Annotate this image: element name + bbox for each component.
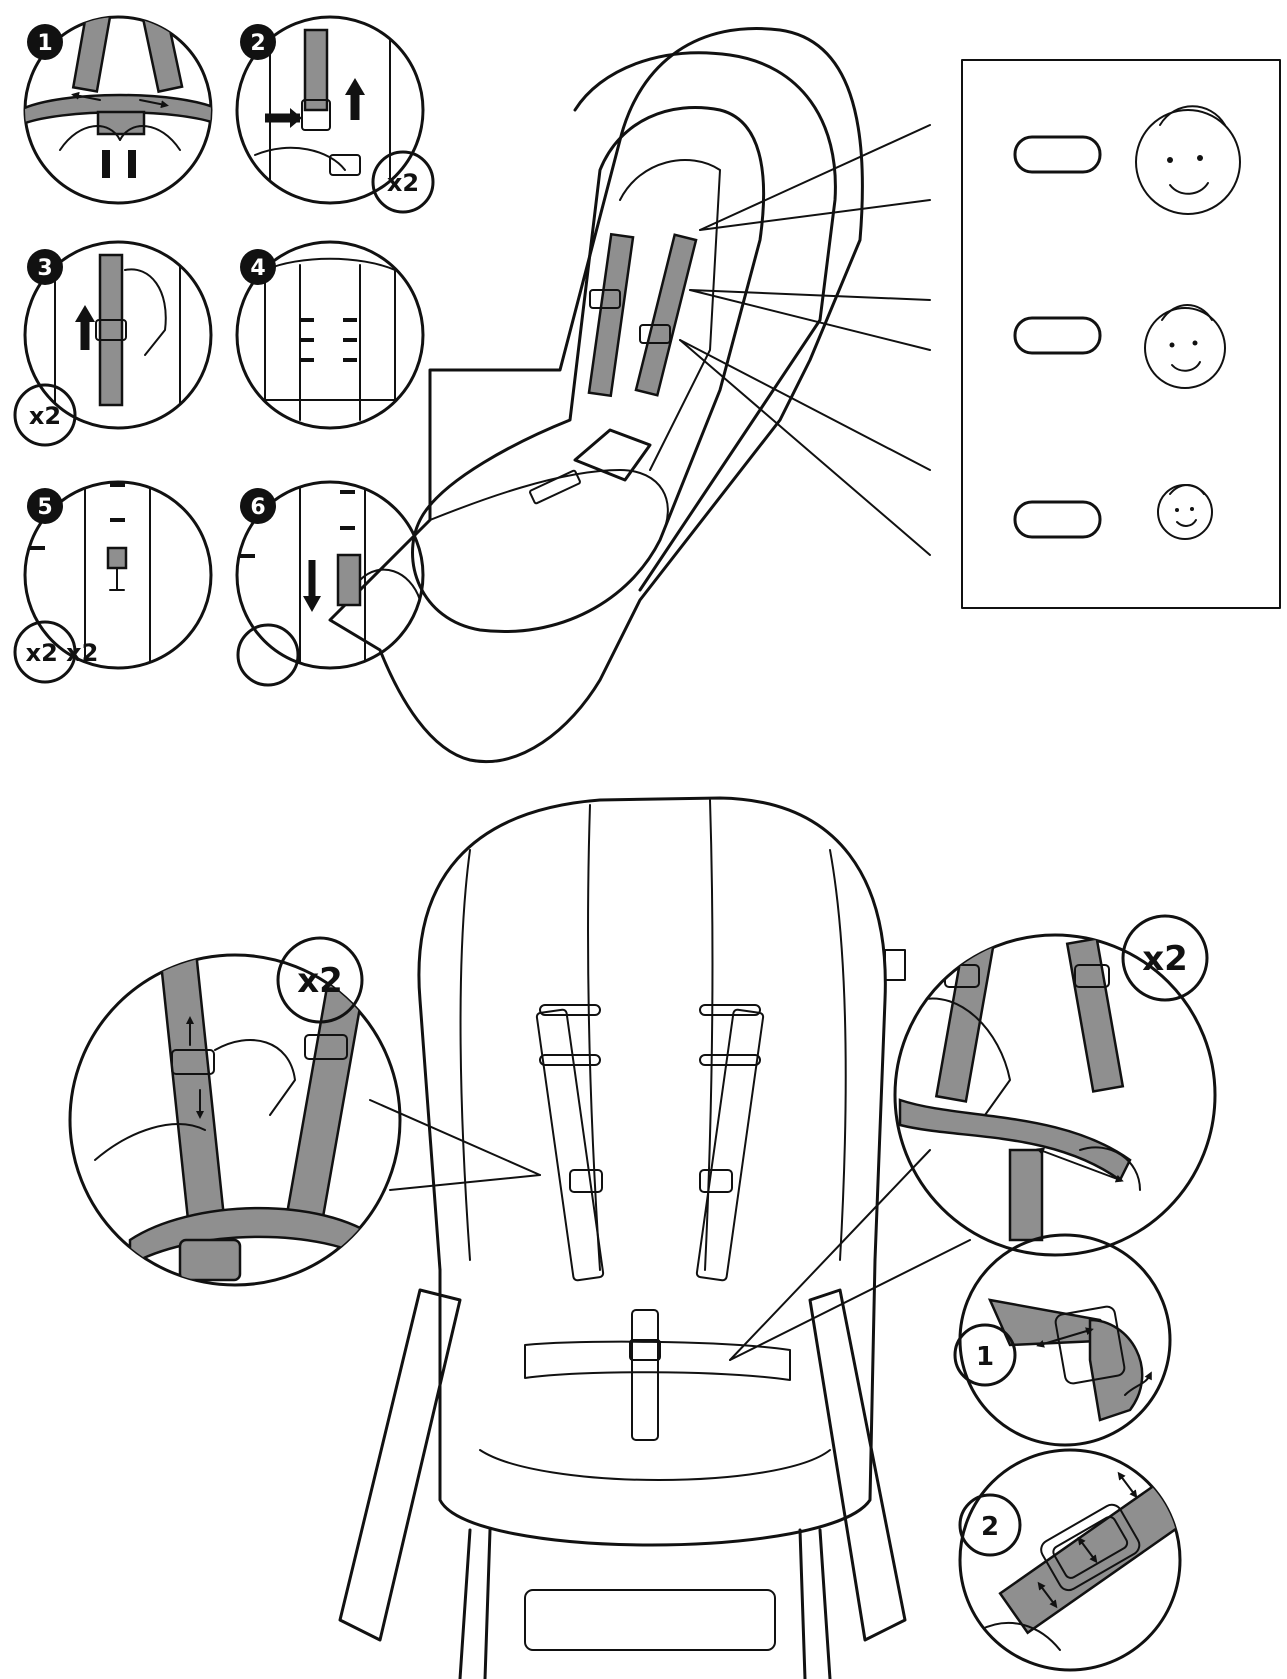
step-4-detail (235, 240, 425, 430)
right-detail-multiplier: x2 (1142, 939, 1188, 979)
buckle-sub-detail-2: 2 (958, 1448, 1182, 1672)
step-badges: 1 2 3 4 5 6 (27, 24, 276, 524)
sub-detail-2-label: 2 (981, 1512, 999, 1542)
step-6-detail (235, 480, 425, 670)
step-3-multiplier: x2 (29, 402, 61, 430)
step-5-multiplier: x2 x2 (26, 639, 99, 667)
right-buckle-detail: x2 (893, 914, 1217, 1257)
slot-top-icon (1013, 135, 1102, 174)
baby-face-small-icon (1157, 484, 1213, 540)
step-2-number: 2 (250, 31, 265, 56)
step-6-empty-badge (236, 623, 300, 687)
left-detail-multiplier: x2 (297, 961, 343, 1001)
step-1-number: 1 (37, 31, 52, 56)
step-2-multiplier: x2 (387, 169, 419, 197)
step-5-number: 5 (37, 495, 52, 520)
step-3-number: 3 (37, 256, 52, 281)
baby-face-large-icon (1135, 105, 1241, 215)
high-chair-illustration (338, 796, 971, 1679)
slot-middle-icon (1013, 316, 1102, 355)
seat-cushion-illustration (328, 27, 931, 763)
sub-detail-1-label: 1 (976, 1342, 994, 1372)
step-4-number: 4 (250, 256, 265, 281)
baby-face-medium-icon (1144, 304, 1226, 389)
height-slot-panel (961, 59, 1281, 609)
multiplier-badges: x2 x2 x2 x2 (13, 150, 435, 687)
left-strap-adjust-detail: x2 (68, 936, 402, 1287)
step-3-detail (23, 240, 213, 430)
step-6-number: 6 (250, 495, 265, 520)
step-5-detail (23, 480, 213, 670)
slot-bottom-icon (1013, 500, 1102, 539)
step-1-detail (23, 15, 213, 205)
buckle-sub-detail-1: 1 (953, 1233, 1172, 1447)
